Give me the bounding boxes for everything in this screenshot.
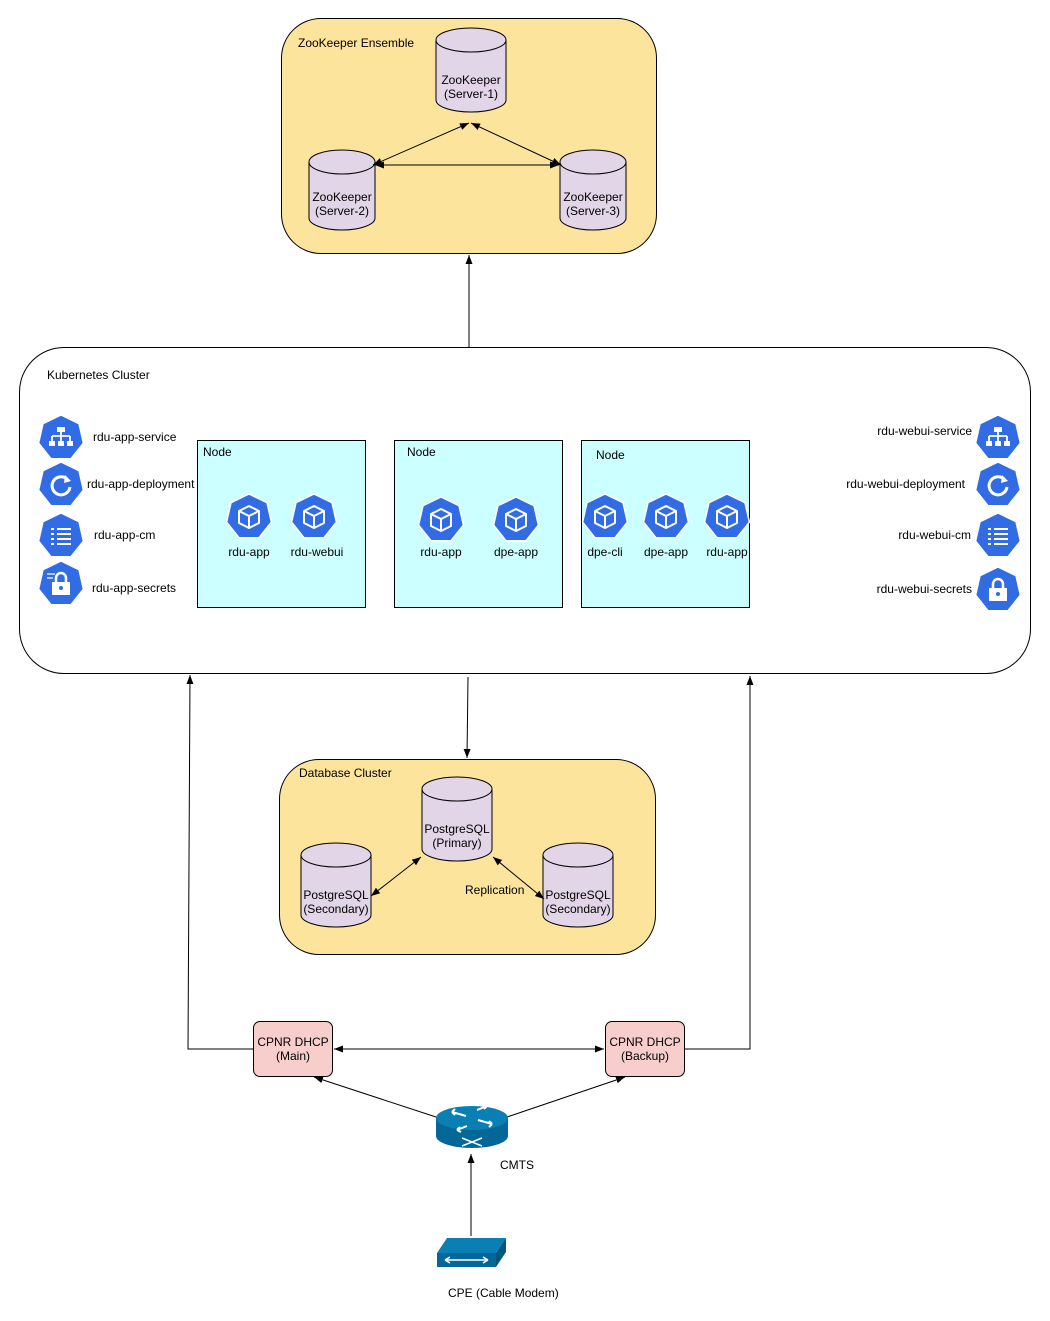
zk-link-1-2 — [372, 122, 470, 166]
resource-label-rdu-webui-cm: rdu-webui-cm — [898, 528, 971, 542]
database-cluster-title: Database Cluster — [299, 766, 392, 780]
pod-label: rdu-app — [706, 545, 748, 559]
postgresql-primary-line2: (Primary) — [432, 836, 482, 850]
resource-label-rdu-app-cm: rdu-app-cm — [94, 528, 156, 542]
dhcp-backup-line1: CPNR DHCP — [609, 1035, 681, 1049]
dhcp-main-label: CPNR DHCP (Main) — [253, 1035, 333, 1063]
pod-icon — [225, 493, 273, 539]
replication-link-left — [370, 856, 422, 897]
replication-link-right — [492, 856, 545, 900]
router-icon — [436, 1103, 508, 1148]
zookeeper-server-2-line1: ZooKeeper — [312, 190, 372, 204]
postgresql-secondary-left-label: PostgreSQL (Secondary) — [294, 888, 378, 916]
zookeeper-server-2-line2: (Server-2) — [314, 204, 369, 218]
cmts-label: CMTS — [500, 1158, 534, 1172]
dhcp-main-line1: CPNR DHCP — [257, 1035, 329, 1049]
postgresql-secondary-right-line1: PostgreSQL — [545, 888, 611, 902]
zookeeper-server-1-line1: ZooKeeper — [441, 73, 501, 87]
cmts-to-dhcp-backup-arrow — [506, 1076, 626, 1118]
dhcp-main-line2: (Main) — [275, 1049, 310, 1063]
pod-label: rdu-app — [420, 545, 462, 559]
node-1-label: Node — [203, 445, 232, 459]
resource-label-rdu-webui-service: rdu-webui-service — [877, 424, 972, 438]
node-1 — [197, 440, 366, 608]
dhcp-backup-to-k8s-arrow — [685, 676, 754, 1050]
pod-label: dpe-app — [493, 545, 539, 559]
zookeeper-server-2-label: ZooKeeper (Server-2) — [302, 190, 382, 218]
pod-icon — [290, 493, 338, 539]
node-2-label: Node — [407, 445, 436, 459]
postgresql-primary-label: PostgreSQL (Primary) — [417, 822, 497, 850]
configmap-icon — [37, 512, 85, 558]
zookeeper-server-3-line1: ZooKeeper — [563, 190, 623, 204]
cpe-label: CPE (Cable Modem) — [448, 1286, 559, 1300]
zookeeper-server-3-label: ZooKeeper (Server-3) — [553, 190, 633, 218]
pod-label: dpe-app — [643, 545, 689, 559]
cable-modem-icon — [437, 1238, 506, 1267]
kubernetes-cluster-title: Kubernetes Cluster — [47, 368, 150, 382]
service-icon — [974, 414, 1022, 460]
pod-icon — [703, 493, 751, 539]
zookeeper-server-3-line2: (Server-3) — [565, 204, 620, 218]
configmap-icon — [974, 512, 1022, 558]
deployment-icon — [974, 461, 1022, 507]
zookeeper-ensemble-title: ZooKeeper Ensemble — [298, 36, 415, 50]
resource-label-rdu-app-secrets: rdu-app-secrets — [92, 581, 177, 595]
dhcp-backup — [605, 1021, 685, 1077]
pod-label: dpe-cli — [587, 545, 623, 559]
secret-icon — [974, 566, 1022, 612]
resource-label-rdu-webui-deployment: rdu-webui-deployment — [846, 477, 965, 491]
zookeeper-server-1-line2: (Server-1) — [443, 87, 498, 101]
cmts-to-dhcp-main-arrow — [313, 1076, 437, 1118]
deployment-icon — [37, 461, 85, 507]
dhcp-main-to-k8s-arrow — [186, 674, 253, 1050]
zookeeper-server-1-label: ZooKeeper (Server-1) — [431, 73, 511, 101]
node-3-label: Node — [596, 448, 625, 462]
dhcp-main — [253, 1021, 333, 1077]
pod-icon — [642, 493, 690, 539]
postgresql-secondary-right-line2: (Secondary) — [545, 902, 611, 916]
replication-label: Replication — [465, 883, 525, 897]
pod-icon — [492, 496, 540, 542]
zk-link-1-3 — [470, 122, 562, 166]
resource-label-rdu-app-service: rdu-app-service — [93, 430, 177, 444]
pod-icon — [581, 493, 629, 539]
secret-icon — [37, 560, 85, 606]
postgresql-primary-line1: PostgreSQL — [424, 822, 490, 836]
pod-label: rdu-app — [228, 545, 270, 559]
service-icon — [37, 414, 85, 460]
k8s-to-database-arrow — [463, 676, 471, 759]
dhcp-backup-line2: (Backup) — [620, 1049, 670, 1063]
postgresql-secondary-left-line1: PostgreSQL — [303, 888, 369, 902]
resource-label-rdu-app-deployment: rdu-app-deployment — [87, 477, 195, 491]
resource-label-rdu-webui-secrets: rdu-webui-secrets — [876, 582, 972, 596]
pod-icon — [417, 496, 465, 542]
postgresql-secondary-right-label: PostgreSQL (Secondary) — [536, 888, 620, 916]
pod-label: rdu-webui — [290, 545, 344, 559]
dhcp-backup-label: CPNR DHCP (Backup) — [605, 1035, 685, 1063]
postgresql-secondary-left-line2: (Secondary) — [303, 902, 369, 916]
